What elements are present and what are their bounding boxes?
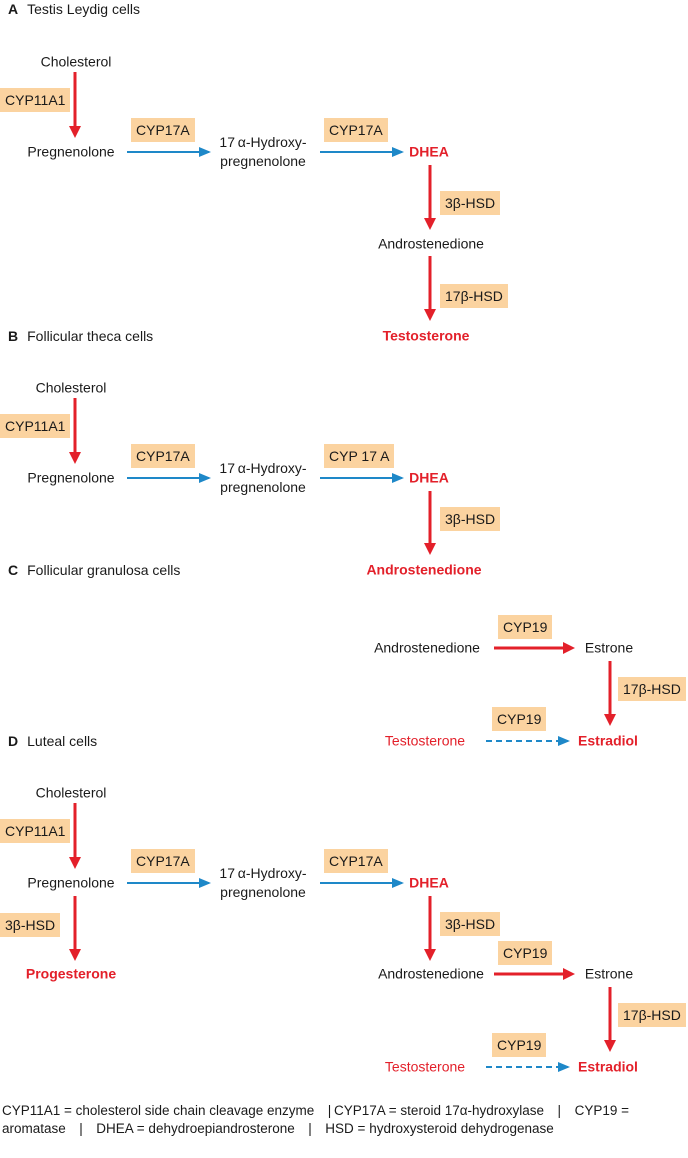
c-cyp19-label-1: CYP19 [498,615,553,639]
c-androstenedione: Androstenedione [374,639,480,656]
b-3bhsd-label: 3β-HSD [440,507,501,531]
a-17bhsd-label: 17β-HSD [440,284,508,308]
a-testosterone: Testosterone [382,327,470,344]
d-hydroxy-line2: pregnenolone [220,884,306,900]
d-dhea: DHEA [409,874,449,891]
section-c-label: Follicular granulosa cells [27,562,181,578]
b-cyp17a-label-2: CYP 17 A [324,444,395,468]
a-hydroxy-line1: 17 α-Hydroxy- [219,134,307,150]
b-hydroxy-line1: 17 α-Hydroxy- [219,460,307,476]
section-b-title: B Follicular theca cells [8,327,153,345]
c-cyp19-label-2: CYP19 [492,707,547,731]
b-dhea: DHEA [409,469,449,486]
d-cyp19-label-2: CYP19 [492,1033,547,1057]
b-hydroxypregnenolone: 17 α-Hydroxy- pregnenolone [219,459,306,497]
a-hydroxy-line2: pregnenolone [220,153,306,169]
a-hydroxypregnenolone: 17 α-Hydroxy- pregnenolone [219,133,306,171]
d-pregnenolone: Pregnenolone [27,874,115,891]
a-androstenedione: Androstenedione [378,235,484,252]
section-a-title: A Testis Leydig cells [8,0,140,18]
a-cyp17a-label-1: CYP17A [131,118,195,142]
section-a-letter: A [8,1,19,17]
b-cyp11a1-label: CYP11A1 [0,414,71,438]
d-cyp19-label-1: CYP19 [498,941,553,965]
b-cyp17a-label-1: CYP17A [131,444,195,468]
d-cholesterol: Cholesterol [35,784,107,801]
a-cyp17a-label-2: CYP17A [324,118,388,142]
a-dhea: DHEA [409,143,449,160]
d-3bhsd-label-left: 3β-HSD [0,913,61,937]
d-progesterone: Progesterone [25,965,117,982]
section-d-letter: D [8,733,19,749]
d-hydroxy-line1: 17 α-Hydroxy- [219,865,307,881]
section-c-letter: C [8,562,19,578]
a-3bhsd-label: 3β-HSD [440,191,501,215]
section-d-label: Luteal cells [27,733,98,749]
c-estrone: Estrone [584,639,634,656]
section-a-label: Testis Leydig cells [27,1,140,17]
d-androstenedione: Androstenedione [378,965,484,982]
d-cyp11a1-label: CYP11A1 [0,819,71,843]
c-17bhsd-label: 17β-HSD [618,677,686,701]
a-cholesterol: Cholesterol [40,53,112,70]
d-3bhsd-label-right: 3β-HSD [440,912,501,936]
b-pregnenolone: Pregnenolone [27,469,115,486]
d-cyp17a-label-1: CYP17A [131,849,195,873]
abbreviation-legend: CYP11A1 = cholesterol side chain cleavag… [2,1103,629,1136]
section-c-title: C Follicular granulosa cells [8,561,180,579]
d-hydroxypregnenolone: 17 α-Hydroxy- pregnenolone [219,864,306,902]
b-hydroxy-line2: pregnenolone [220,479,306,495]
section-b-label: Follicular theca cells [27,328,154,344]
section-d-title: D Luteal cells [8,732,97,750]
a-cyp11a1-label: CYP11A1 [0,88,71,112]
c-testosterone: Testosterone [384,732,466,749]
d-cyp17a-label-2: CYP17A [324,849,388,873]
b-cholesterol: Cholesterol [35,379,107,396]
c-estradiol: Estradiol [578,732,638,749]
d-17bhsd-label: 17β-HSD [618,1003,686,1027]
a-pregnenolone: Pregnenolone [27,143,115,160]
section-b-letter: B [8,328,19,344]
b-androstenedione: Androstenedione [366,561,482,578]
d-estradiol: Estradiol [578,1058,638,1075]
d-estrone: Estrone [584,965,634,982]
d-testosterone: Testosterone [384,1058,466,1075]
